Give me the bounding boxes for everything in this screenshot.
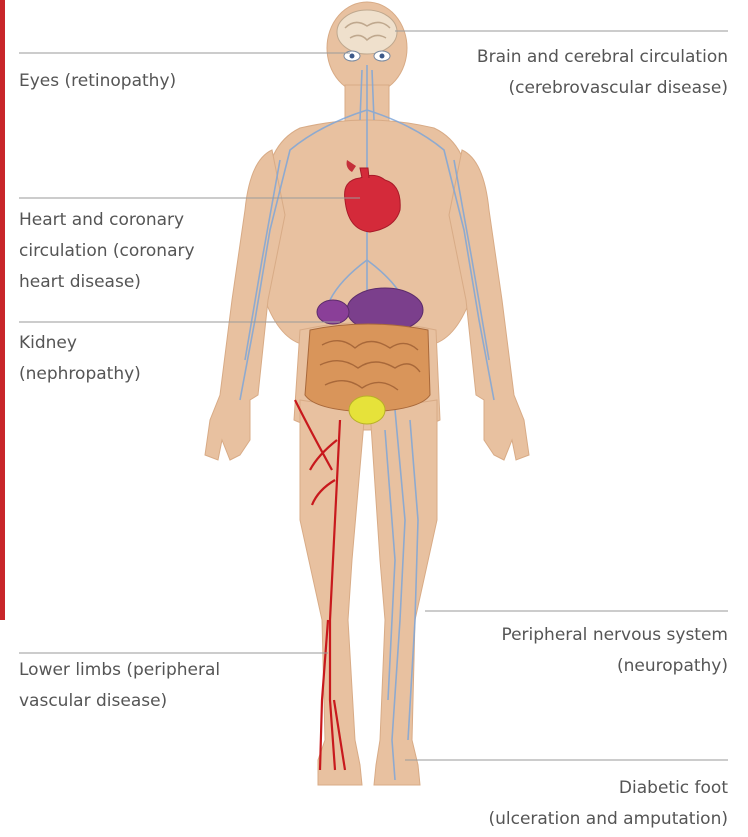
brain-label: Brain and cerebral circulation (cerebrov… [477, 42, 728, 104]
brain-icon [337, 10, 397, 54]
left-leg [370, 400, 437, 785]
limbs-label: Lower limbs (peripheral vascular disease… [19, 655, 220, 717]
kidney-label: Kidney (nephropathy) [19, 328, 141, 390]
heart-label: Heart and coronary circulation (coronary… [19, 205, 195, 298]
bladder-icon [349, 396, 385, 424]
eyes-label: Eyes (retinopathy) [19, 66, 176, 97]
nerves-label: Peripheral nervous system (neuropathy) [501, 620, 728, 682]
foot-label: Diabetic foot (ulceration and amputation… [488, 773, 728, 835]
